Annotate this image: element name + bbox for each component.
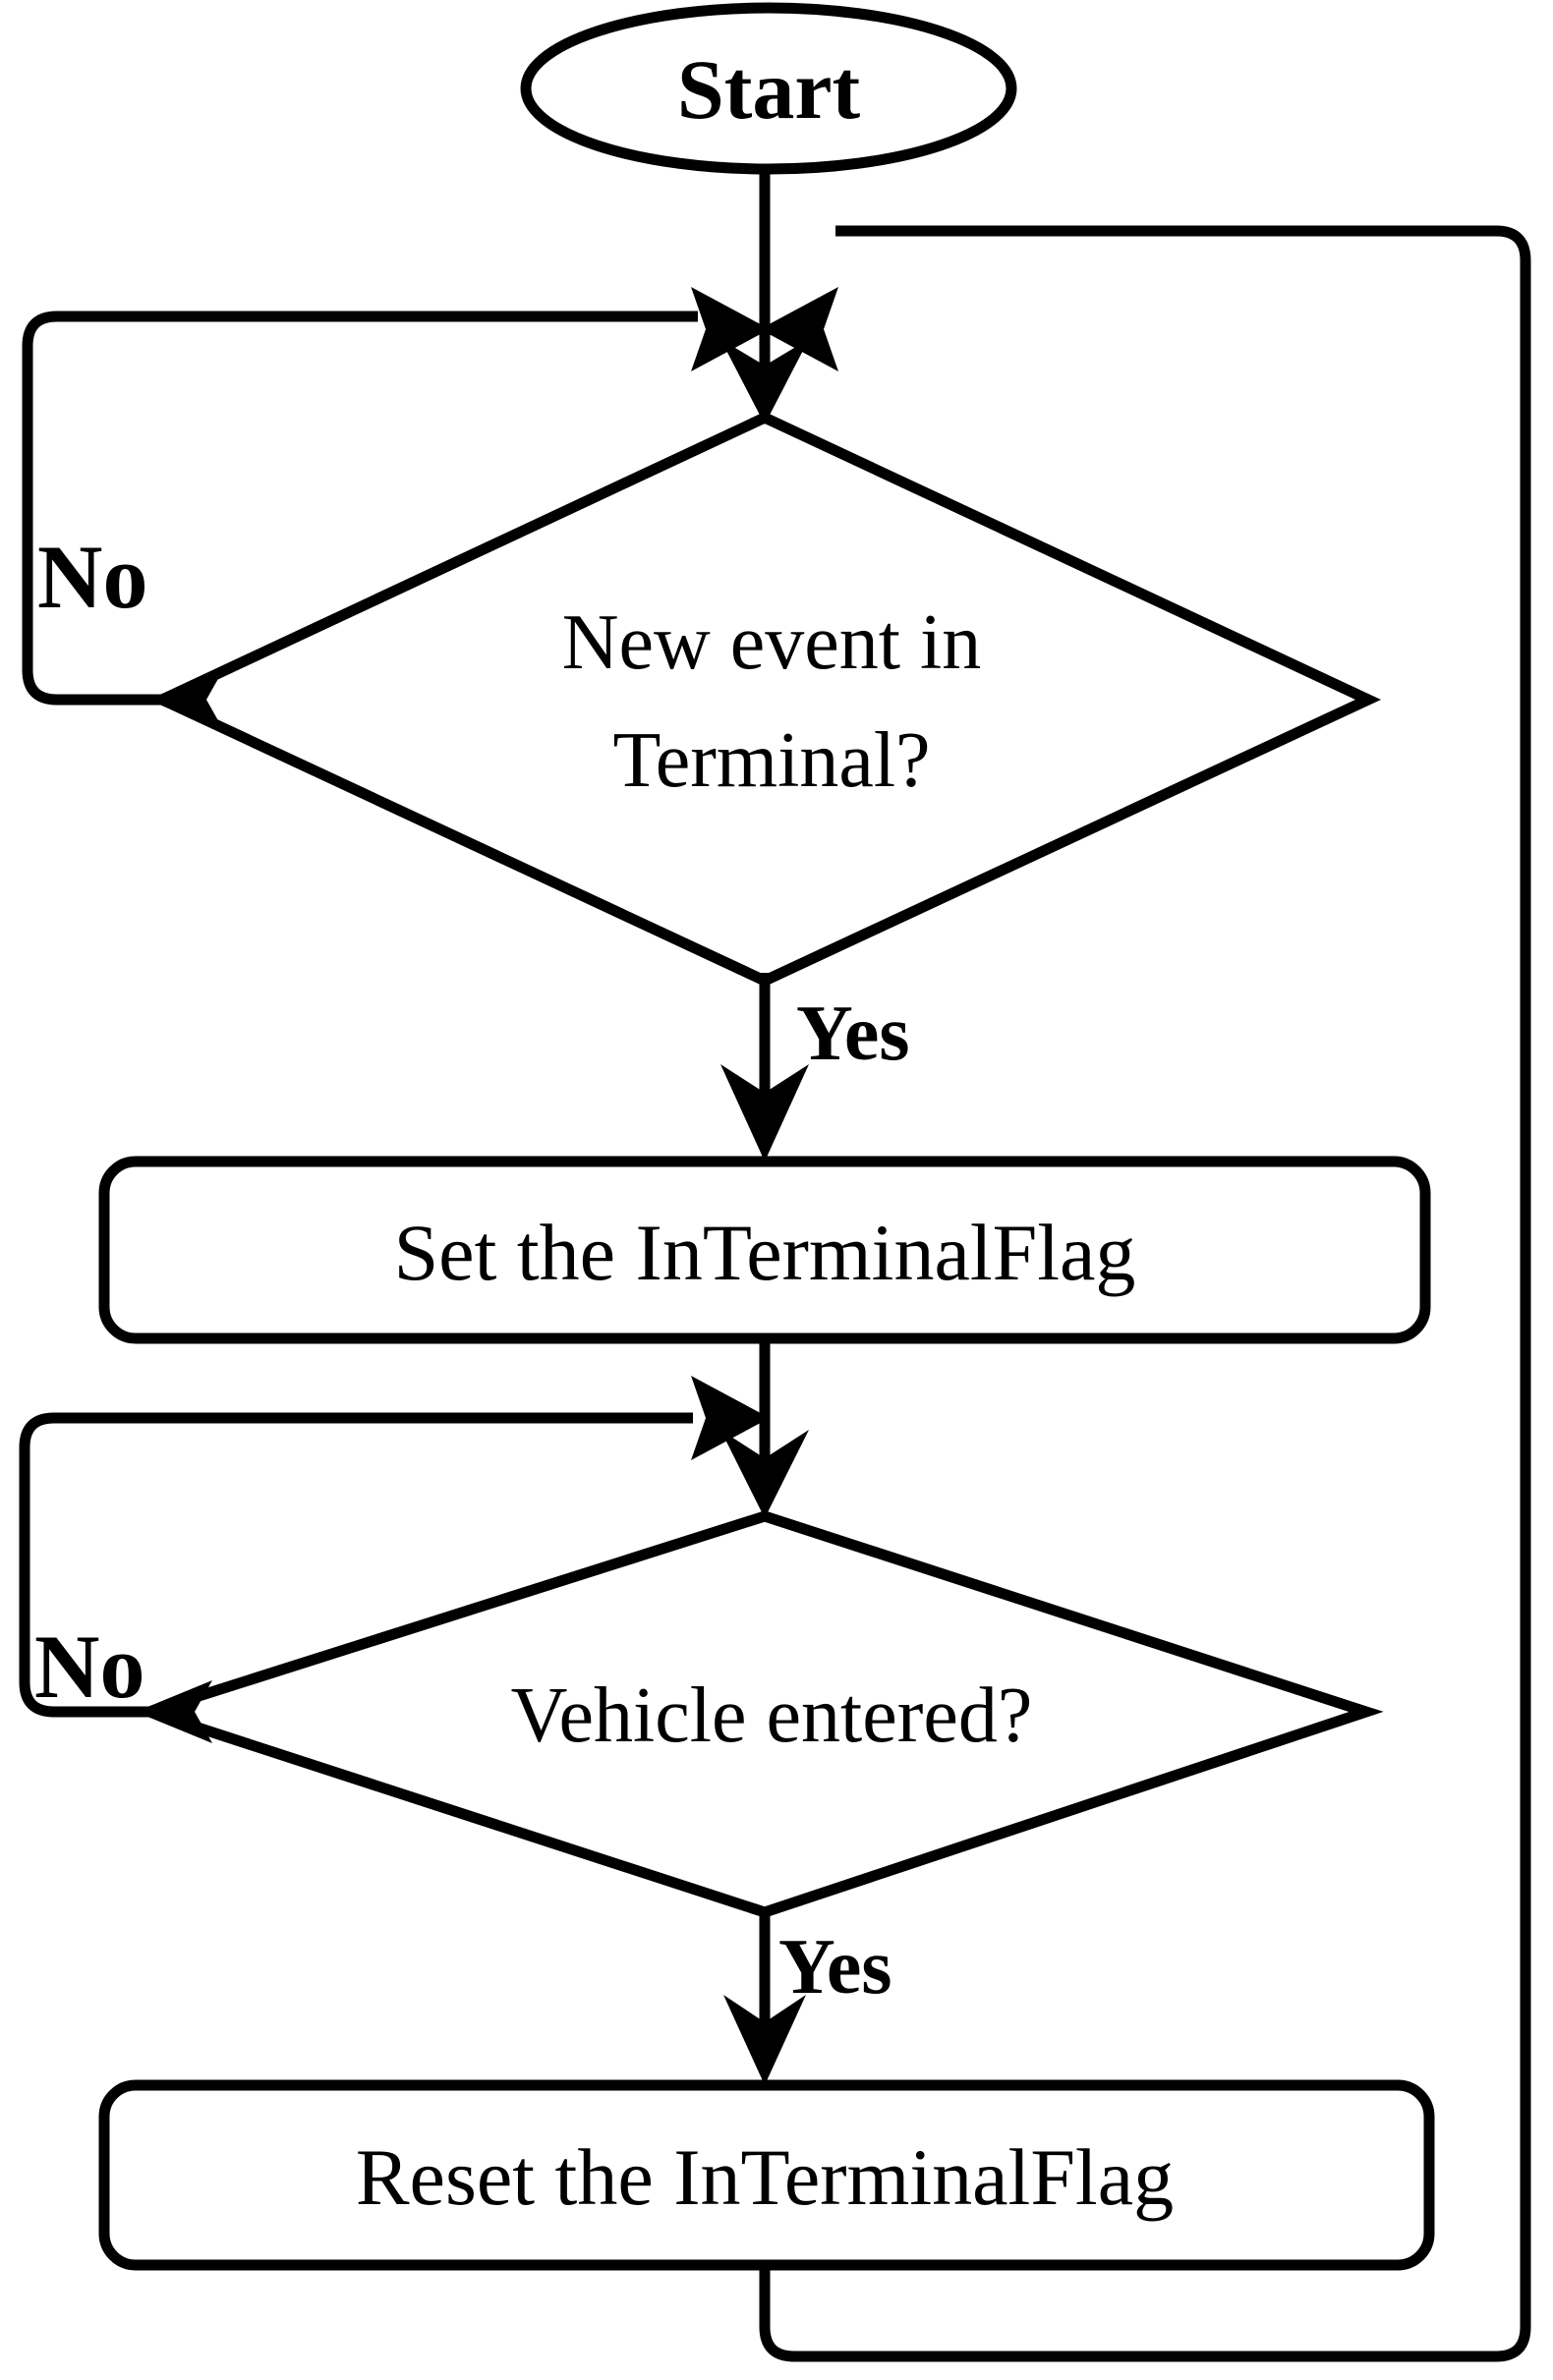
node-process-set-flag-label: Set the InTerminalFlag bbox=[394, 1208, 1136, 1297]
edge-decision2-yes bbox=[723, 1914, 806, 2085]
arrowhead-down-resetflag bbox=[723, 1995, 806, 2085]
arrowhead-down-decision1 bbox=[720, 339, 809, 425]
node-process-reset-flag-label: Reset the InTerminalFlag bbox=[356, 2132, 1174, 2222]
edge-resetflag-loop-back bbox=[759, 225, 1531, 2362]
edge-start-to-decision1 bbox=[720, 169, 809, 425]
node-start-label: Start bbox=[677, 42, 861, 137]
edge-label-decision1-no: No bbox=[37, 527, 147, 627]
node-process-set-flag[interactable]: Set the InTerminalFlag bbox=[98, 1156, 1431, 1344]
edge-label-decision2-yes: Yes bbox=[778, 1924, 892, 2011]
node-decision-new-event-label-line1: New event in bbox=[562, 599, 982, 686]
arrowhead-right-junction1 bbox=[691, 287, 770, 371]
node-process-reset-flag[interactable]: Reset the InTerminalFlag bbox=[98, 2079, 1435, 2271]
node-decision-new-event[interactable]: New event in Terminal? bbox=[149, 411, 1382, 988]
edge-setflag-to-decision2 bbox=[720, 1338, 809, 1518]
node-decision-vehicle-entered[interactable]: Vehicle entered? bbox=[132, 1510, 1384, 1918]
arrowhead-right-junction2 bbox=[691, 1376, 770, 1460]
arrowhead-down-decision2 bbox=[720, 1430, 809, 1518]
arrowhead-down-setflag bbox=[720, 1064, 809, 1162]
node-start[interactable]: Start bbox=[520, 2, 1017, 175]
node-decision-new-event-label-line2: Terminal? bbox=[612, 717, 930, 804]
edge-label-decision1-yes: Yes bbox=[796, 991, 910, 1077]
edge-label-decision2-no: No bbox=[34, 1616, 144, 1717]
edge-decision1-yes bbox=[720, 973, 809, 1162]
arrowhead-left-junction1 bbox=[760, 287, 838, 371]
node-decision-vehicle-entered-label: Vehicle entered? bbox=[511, 1672, 1033, 1759]
